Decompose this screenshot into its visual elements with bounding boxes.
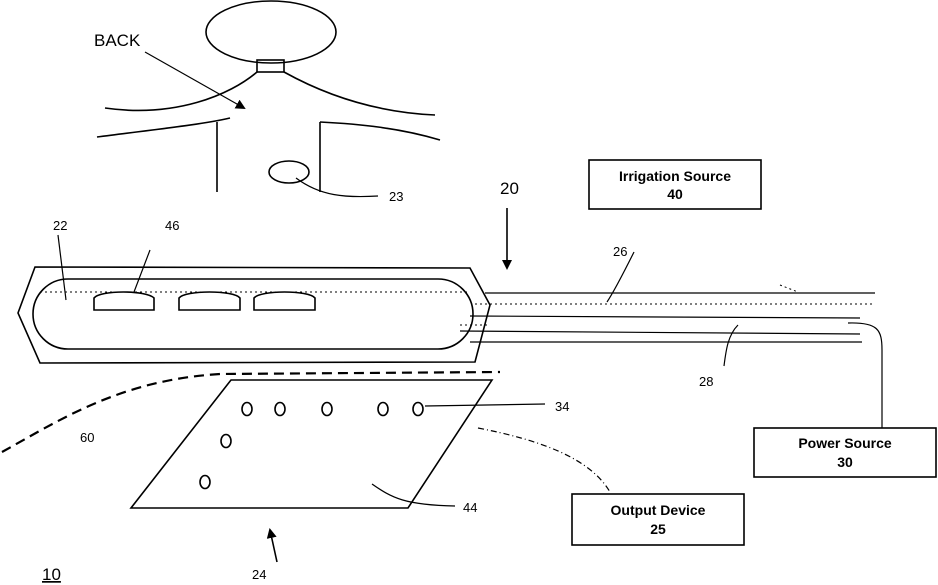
image-pixel xyxy=(221,435,231,448)
back-label: BACK xyxy=(94,31,141,50)
ref-20: 20 xyxy=(500,179,519,198)
transducer-element-3 xyxy=(254,292,315,310)
patient-neck xyxy=(257,60,284,72)
leader-28 xyxy=(724,325,738,366)
power-source-title: Power Source xyxy=(798,435,892,451)
cable-28-top xyxy=(470,316,860,318)
patient-left-arm xyxy=(97,118,230,137)
ref-60: 60 xyxy=(80,430,94,445)
image-pixel xyxy=(378,403,388,416)
leader-34 xyxy=(425,404,545,406)
patient-right-shoulder xyxy=(284,72,435,115)
ref-26: 26 xyxy=(613,244,627,259)
cables xyxy=(460,252,882,428)
ref-46: 46 xyxy=(165,218,179,233)
image-pixel xyxy=(322,403,332,416)
output-link xyxy=(478,428,610,492)
patient-head xyxy=(206,1,336,63)
leader-26 xyxy=(607,252,634,302)
patient-right-arm xyxy=(320,122,440,140)
output-device-title: Output Device xyxy=(611,502,706,518)
image-plane-24 xyxy=(131,380,610,562)
irrigation-source-title: Irrigation Source xyxy=(619,168,731,184)
target-tissue-23 xyxy=(269,161,309,183)
transducer-element-1 xyxy=(94,292,154,310)
image-pixel xyxy=(200,476,210,489)
patient-figure xyxy=(97,1,440,197)
probe-window-22 xyxy=(33,279,473,349)
power-source-number: 30 xyxy=(837,454,853,470)
ref-28: 28 xyxy=(699,374,713,389)
image-pixel-34 xyxy=(413,403,423,416)
image-plane xyxy=(131,380,492,508)
back-arrow xyxy=(145,52,244,108)
ref-24: 24 xyxy=(252,567,266,582)
image-pixel xyxy=(242,403,252,416)
figure-label: 10 xyxy=(42,565,61,584)
probe-20 xyxy=(18,235,490,363)
irrigation-source-number: 40 xyxy=(667,186,683,202)
arrow-24 xyxy=(270,530,277,562)
leader-23 xyxy=(296,178,378,197)
cable-tick xyxy=(780,285,798,292)
ref-34: 34 xyxy=(555,399,569,414)
ref-23: 23 xyxy=(389,189,403,204)
ref-44: 44 xyxy=(463,500,477,515)
cable-28-mid xyxy=(460,331,860,334)
ref-22: 22 xyxy=(53,218,67,233)
transducer-element-2 xyxy=(179,292,240,310)
power-cable xyxy=(848,323,882,428)
leader-44 xyxy=(372,484,455,506)
output-device-number: 25 xyxy=(650,521,666,537)
leader-46 xyxy=(134,250,150,292)
patient-left-shoulder xyxy=(105,72,257,110)
image-pixel xyxy=(275,403,285,416)
